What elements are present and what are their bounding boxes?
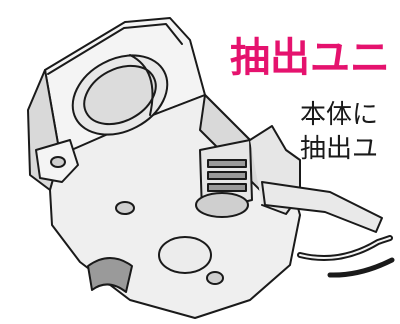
piston-ridge-2	[207, 171, 247, 180]
instruction-text: 本体に 抽出ユ	[300, 98, 378, 166]
cable-lower	[327, 257, 395, 278]
unit-top-rim	[47, 23, 183, 75]
lever-pin	[50, 156, 66, 168]
round-port-center	[158, 236, 212, 274]
piston-ridge-3	[207, 183, 247, 192]
drain-cable-highlight	[299, 237, 391, 260]
small-port-right	[206, 271, 224, 285]
piston-ridge-1	[207, 159, 247, 168]
small-port-left	[115, 201, 135, 215]
chamber-arc	[129, 54, 154, 116]
instruction-line-1: 本体に	[300, 100, 379, 130]
side-arm	[261, 181, 383, 233]
instruction-line-2: 抽出ユ	[300, 134, 379, 164]
bottom-grip	[87, 257, 133, 293]
brewing-chamber-inner	[83, 64, 157, 126]
section-heading: 抽出ユニ	[230, 35, 390, 81]
piston-base	[195, 192, 249, 218]
